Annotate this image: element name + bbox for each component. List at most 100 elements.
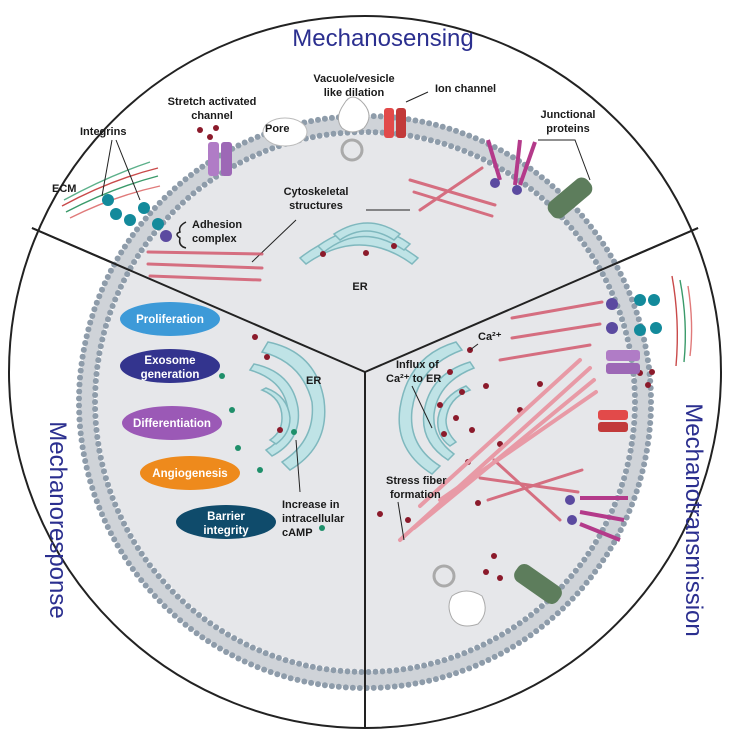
lipid-head (118, 249, 125, 256)
lipid-head (134, 571, 140, 578)
lipid-head (101, 329, 107, 336)
lipid-head (105, 481, 111, 488)
lipid-head (177, 180, 184, 187)
lipid-head (607, 545, 614, 552)
lipid-head (111, 536, 118, 543)
lipid-head (112, 501, 119, 508)
lipid-head (296, 660, 303, 667)
lipid-head (412, 117, 419, 124)
lipid-head (91, 306, 98, 313)
lipid-head (616, 488, 623, 495)
lipid-head (611, 501, 618, 508)
lipid-head (453, 127, 459, 134)
lipid-head (414, 134, 421, 141)
lipid-head (316, 665, 323, 672)
lipid-head (131, 259, 138, 265)
lipid-head (107, 309, 114, 316)
lipid-head (243, 156, 250, 163)
stress-fiber-label-line1: Stress fiber (386, 475, 447, 487)
lipid-head (621, 322, 628, 329)
lipid-head (335, 683, 342, 690)
lipid-head (262, 147, 269, 154)
lipid-head (393, 667, 400, 674)
lipid-head (579, 212, 586, 219)
lipid-head (76, 395, 82, 402)
ca-dots-er-top (320, 243, 397, 257)
lipid-head (398, 682, 405, 689)
lipid-head (538, 603, 545, 610)
lipid-head (414, 663, 421, 670)
lipid-head (623, 329, 629, 336)
lipid-head (309, 134, 316, 141)
lipid-head (623, 283, 630, 290)
lipid-head (337, 667, 344, 674)
lipid-head (626, 343, 633, 350)
response-label: Differentiation (133, 418, 211, 430)
lipid-head (631, 413, 638, 419)
lipid-head (497, 147, 504, 154)
lipid-head (485, 657, 492, 663)
lipid-head (349, 684, 356, 691)
lipid-head (77, 367, 84, 374)
pore-icon (262, 117, 308, 147)
lipid-head (527, 165, 534, 172)
lipid-head (219, 628, 225, 634)
lipid-head (188, 626, 194, 632)
lipid-head (315, 681, 321, 688)
lipid-head (549, 183, 556, 190)
lipid-head (196, 186, 202, 192)
lipid-head (461, 147, 468, 154)
lipid-head (641, 461, 648, 468)
lipid-head (587, 574, 594, 581)
lipid-head (631, 392, 638, 398)
lipid-head (448, 654, 455, 661)
lipid-head (174, 593, 181, 600)
lipid-head (78, 360, 85, 367)
stretch-channel-label-line2: channel (191, 110, 233, 122)
lipid-head (155, 573, 162, 580)
lipid-head (600, 557, 607, 564)
lipid-head (516, 620, 523, 627)
lipid-head (225, 631, 231, 638)
lipid-head (631, 303, 638, 309)
lipid-head (231, 162, 238, 169)
camp-label-line1: Increase in (282, 499, 340, 511)
integrin-right-icon (606, 294, 662, 336)
lipid-head (407, 665, 414, 672)
lipid-head (99, 286, 105, 293)
lipid-head (231, 635, 238, 642)
lipid-head (480, 156, 487, 163)
lipid-head (491, 653, 498, 660)
lipid-head (115, 290, 121, 296)
lipid-head (603, 277, 609, 284)
lipid-head (589, 253, 596, 259)
lipid-head (614, 264, 621, 271)
lipid-head (92, 392, 99, 398)
lipid-head (505, 628, 511, 634)
response-label: Angiogenesis (152, 468, 227, 480)
lipid-head (82, 458, 89, 464)
lipid-head (323, 131, 330, 138)
camp-pointer (295, 439, 301, 493)
lipid-head (604, 551, 610, 558)
lipid-head (421, 662, 428, 669)
lipid-head (254, 133, 261, 140)
junctional-proteins-bottom-icon (514, 564, 562, 604)
lipid-head (583, 218, 590, 225)
lipid-head (647, 413, 654, 419)
lipid-head (89, 485, 96, 491)
lipid-head (572, 230, 579, 237)
lipid-head (309, 663, 316, 670)
lipid-head (124, 271, 131, 278)
lipid-head (131, 539, 138, 545)
integrin-icon (102, 194, 172, 242)
lipid-head (637, 475, 644, 481)
lipid-head (639, 468, 646, 475)
lipid-head (629, 434, 636, 440)
lipid-head (533, 628, 540, 635)
lipid-head (624, 336, 631, 343)
ca-dots-left (252, 334, 283, 433)
er-left-label: ER (306, 375, 321, 387)
camp-dots (219, 373, 325, 531)
